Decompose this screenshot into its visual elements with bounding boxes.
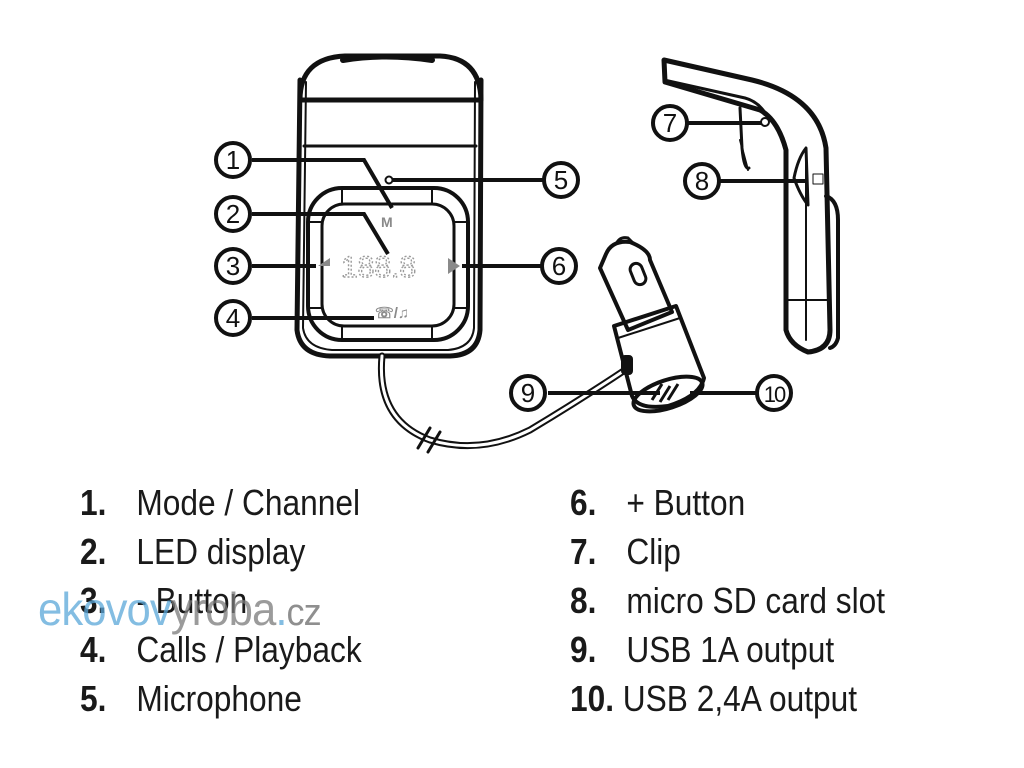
callout-lines [252, 121, 806, 395]
callout-8: 8 [683, 162, 721, 200]
legend-label: Mode / Channel [136, 482, 360, 523]
legend-label: USB 2,4A output [622, 678, 858, 719]
svg-text:7: 7 [663, 108, 677, 138]
cable [377, 352, 629, 450]
svg-text:6: 6 [552, 251, 566, 281]
callout-4: 4 [214, 299, 252, 337]
callout-2: 2 [214, 195, 252, 233]
minus-arrow-icon [318, 258, 330, 274]
svg-text:4: 4 [226, 303, 240, 333]
callout-3: 3 [214, 247, 252, 285]
legend-number: 1. [80, 482, 107, 523]
legend-item: 9. USB 1A output [570, 625, 885, 674]
legend-item: 10.USB 2,4A output [570, 674, 885, 723]
legend-number: 9. [570, 629, 597, 670]
transmitter-side-view [661, 57, 840, 355]
legend-number: 2. [80, 531, 107, 572]
legend-item: 8. micro SD card slot [570, 576, 885, 625]
legend-item: 6. + Button [570, 478, 885, 527]
svg-text:5: 5 [554, 165, 568, 195]
callout-markers: 1 2 3 4 5 6 7 8 9 10 [214, 104, 793, 412]
legend-label: Calls / Playback [136, 629, 362, 670]
legend-number: 3. [80, 580, 107, 621]
clip [661, 57, 833, 355]
mode-key-label: M [381, 214, 393, 230]
legend-number: 6. [570, 482, 597, 523]
legend-label: Microphone [136, 678, 302, 719]
legend-label: + Button [626, 482, 746, 523]
callout-1: 1 [214, 141, 252, 179]
svg-text:2: 2 [226, 199, 240, 229]
legend-item: 4. Calls / Playback [80, 625, 362, 674]
charger-contact [628, 261, 648, 287]
svg-text:1: 1 [226, 145, 240, 175]
callout-7: 7 [651, 104, 689, 142]
legend-number: 5. [80, 678, 107, 719]
legend-label: Clip [626, 531, 681, 572]
svg-text:8: 8 [695, 166, 709, 196]
product-diagram: M 188.8 ☏/♫ [214, 53, 840, 454]
callout-6: 6 [540, 247, 578, 285]
legend-left-column: 1. Mode / Channel 2. LED display 3. - Butto… [80, 478, 400, 723]
top-cap [297, 53, 484, 103]
legend-label: micro SD card slot [626, 580, 886, 621]
sd-card-marker [812, 173, 824, 185]
legend-label: - Button [136, 580, 248, 621]
calls-playback-icon: ☏/♫ [375, 305, 409, 322]
legend-item: 5. Microphone [80, 674, 362, 723]
led-display-readout: 188.8 [341, 251, 416, 284]
display-content: M 188.8 ☏/♫ [318, 214, 460, 322]
svg-text:3: 3 [226, 251, 240, 281]
plus-arrow-icon [448, 258, 460, 274]
legend-item: 3. - Button [80, 576, 362, 625]
legend-label: USB 1A output [626, 629, 835, 670]
clip-pivot [760, 117, 770, 127]
callout-10: 10 [755, 374, 793, 412]
legend-label: LED display [136, 531, 306, 572]
svg-text:9: 9 [521, 378, 535, 408]
legend-item: 2. LED display [80, 527, 362, 576]
legend-right-column: 6. + Button 7. Clip 8. micro SD card slot 9… [570, 478, 928, 723]
svg-text:10: 10 [764, 382, 786, 407]
callout-5: 5 [542, 161, 580, 199]
legend-number: 8. [570, 580, 597, 621]
usb-ports [631, 374, 705, 414]
legend-item: 7. Clip [570, 527, 885, 576]
car-charger [598, 236, 706, 414]
legend-item: 1. Mode / Channel [80, 478, 362, 527]
legend-number: 10. [570, 678, 615, 719]
callout-9: 9 [509, 374, 547, 412]
microphone-hole [384, 175, 394, 185]
legend-number: 4. [80, 629, 107, 670]
body-outer [294, 77, 484, 359]
legend-number: 7. [570, 531, 597, 572]
